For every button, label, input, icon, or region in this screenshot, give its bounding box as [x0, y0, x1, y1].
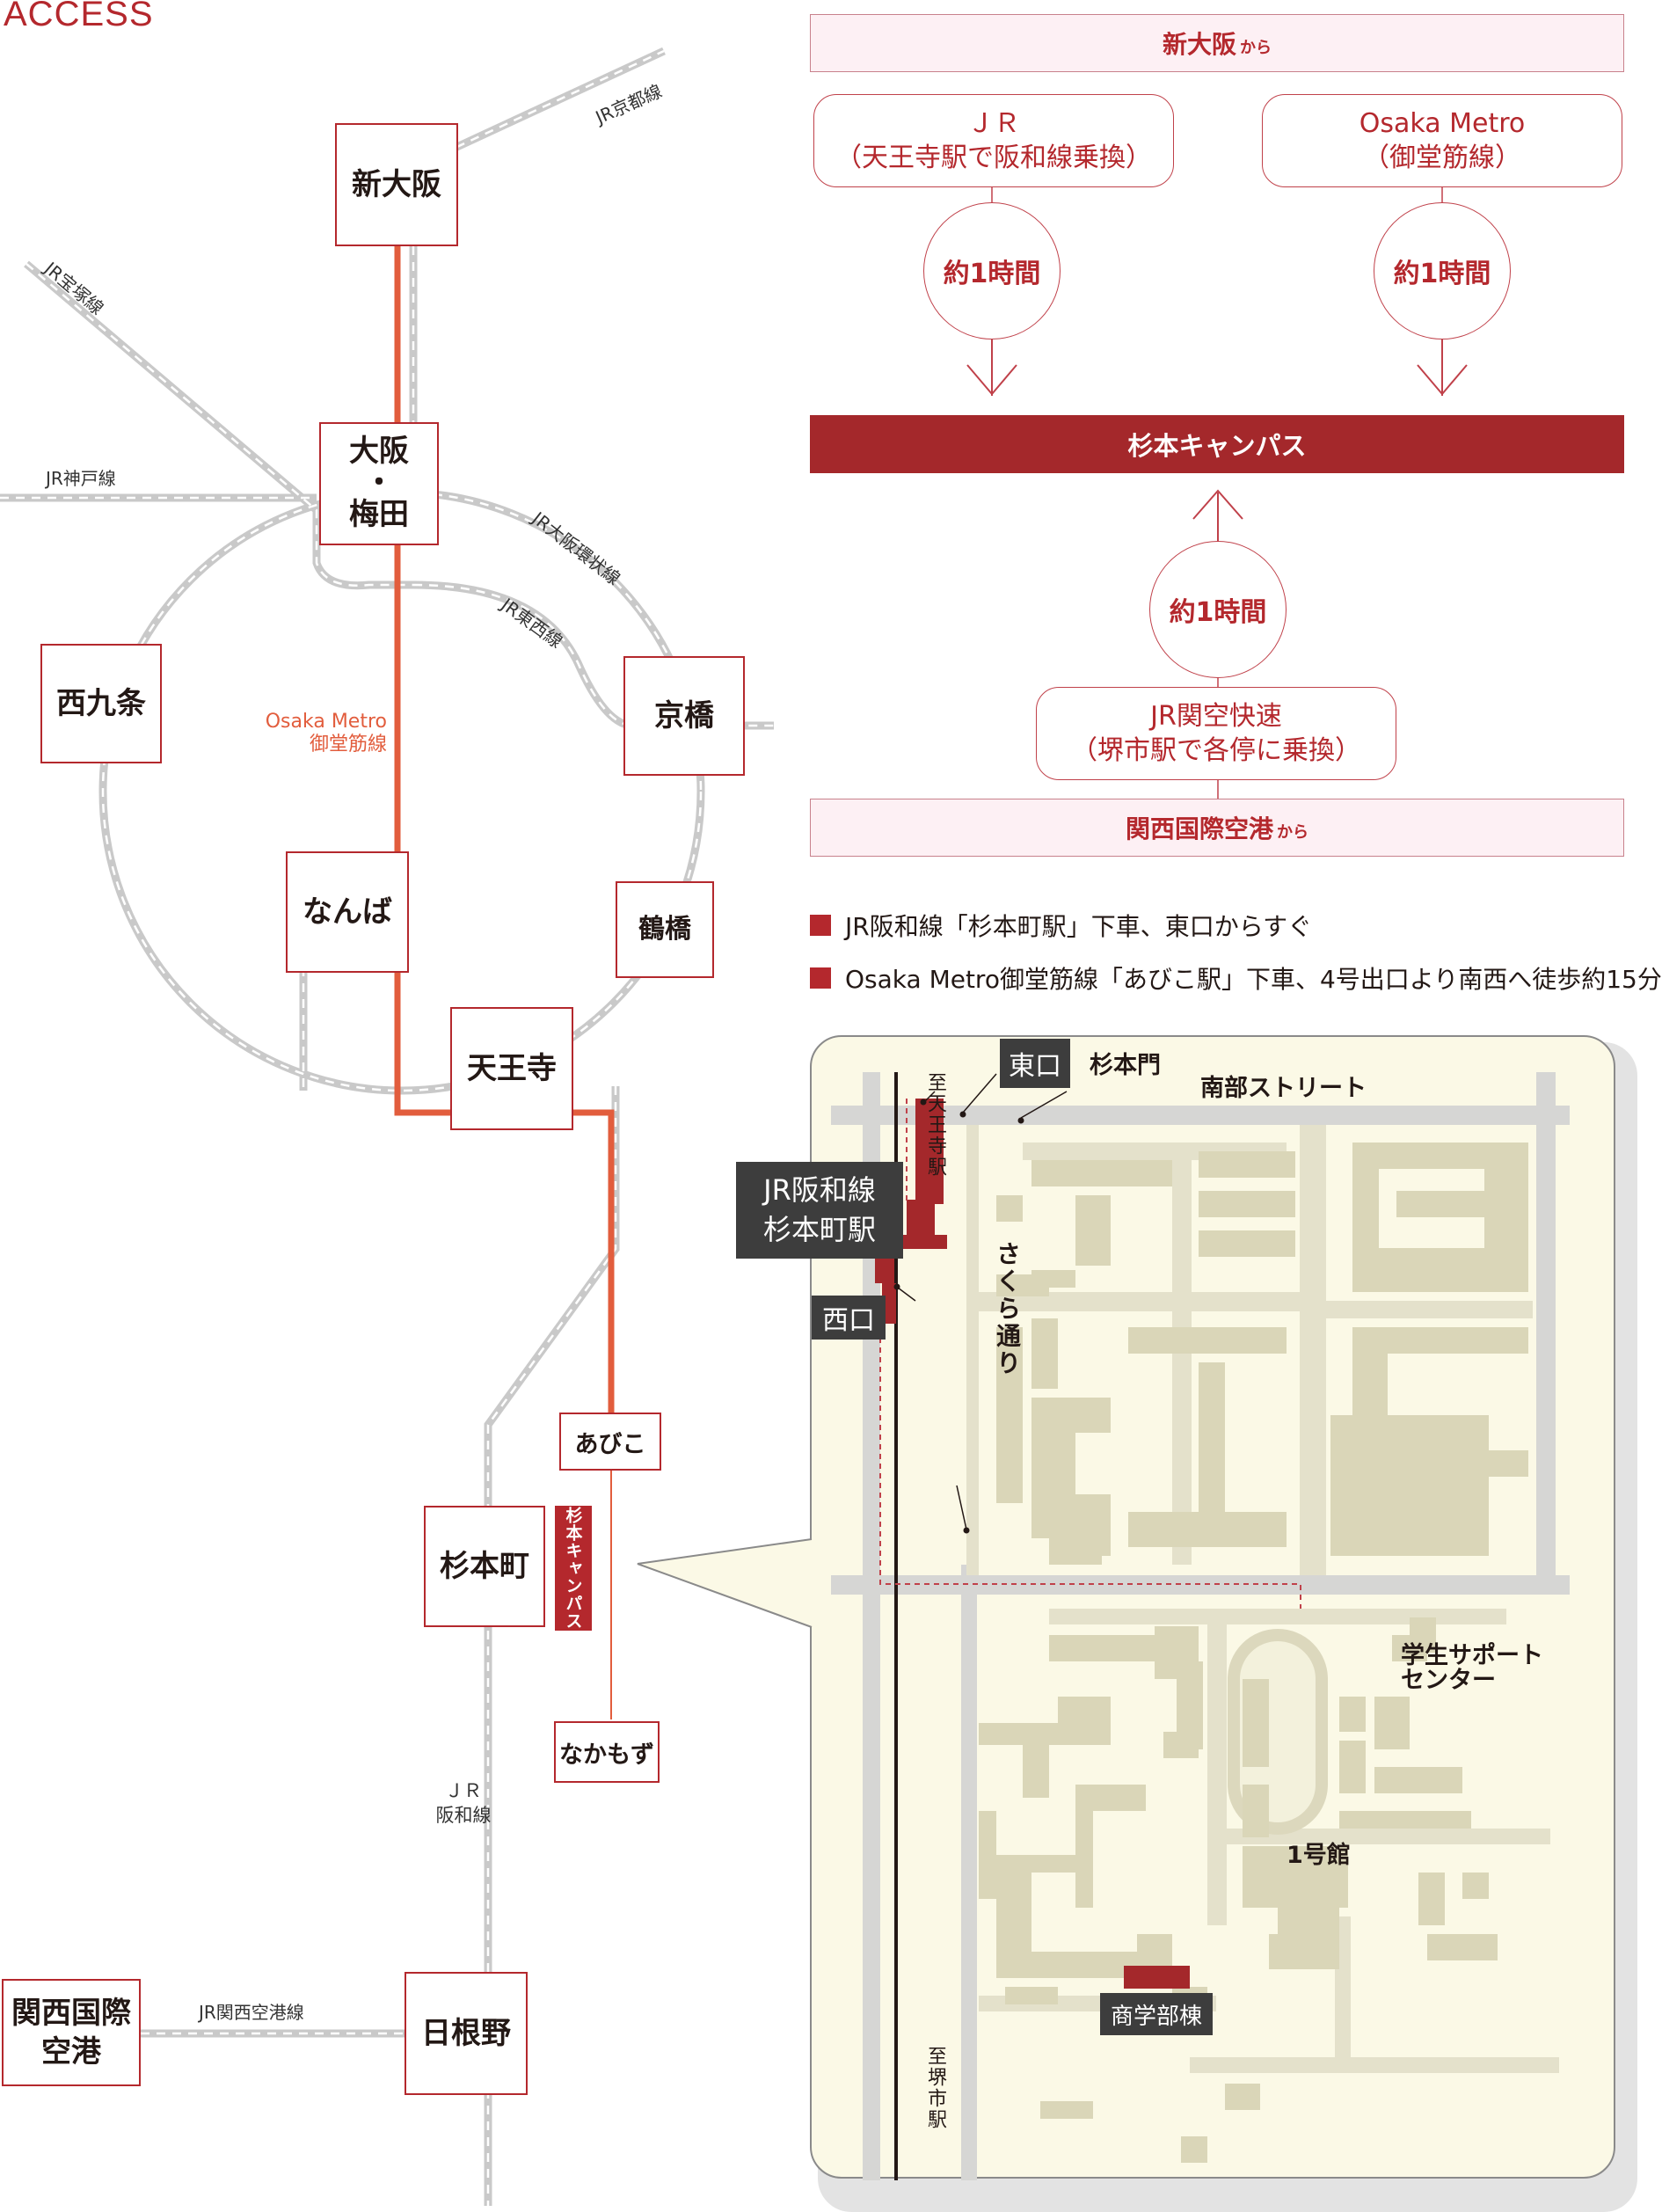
callout-pointer [637, 1538, 813, 1628]
destination-bar: 杉本キャンパス [810, 415, 1624, 473]
from-kix-label: 関西国際空港 [1125, 814, 1273, 843]
path-sakura [966, 1125, 979, 1575]
label-metro-name: Osaka Metro [265, 711, 387, 733]
from-shin-osaka-band: 新大阪から [810, 14, 1624, 72]
label-jr-hanwa-1: ＪＲ [445, 1780, 482, 1801]
from-shin-osaka-label: 新大阪 [1162, 30, 1236, 59]
station-east-building [915, 1099, 944, 1204]
route-metro-name: Osaka Metro [1359, 108, 1526, 139]
station-kix: 関西国際 空港 [2, 1979, 141, 2086]
route-kix-name: JR関空快速 [1150, 701, 1282, 732]
note-bullet [810, 915, 831, 936]
from-suffix: から [1240, 39, 1272, 57]
student-support-label: 学生サポート センター [1401, 1642, 1543, 1695]
station-osaka-umeda: 大阪 ・ 梅田 [319, 422, 439, 545]
commerce-building-label: 商学部棟 [1100, 1993, 1213, 2035]
note-bullet [810, 967, 831, 989]
building1-label: 1号館 [1287, 1842, 1351, 1869]
station-nishikujo: 西九条 [40, 644, 162, 763]
west-exit-label: 西口 [812, 1296, 886, 1340]
label-jr-kobe: JR神戸線 [46, 468, 116, 489]
commerce-building-marker [1124, 1966, 1190, 1989]
campus-tag: 杉本キャンパス [555, 1506, 592, 1631]
page-heading: ACCESS [4, 0, 154, 33]
route-jr-pill: ＪＲ （天王寺駅で阪和線乗換） [813, 94, 1174, 187]
label-metro-line: 御堂筋線 [309, 734, 387, 756]
campus-map-drawing [831, 1072, 1570, 2180]
label-jr-hanwa-2: 阪和線 [435, 1805, 492, 1827]
station-namba: なんば [286, 851, 409, 973]
from-kix-suffix: から [1277, 823, 1308, 842]
station-sugimotocho: 杉本町 [424, 1506, 545, 1627]
gate-label: 杉本門 [1090, 1052, 1161, 1079]
note-metro-text: Osaka Metro御堂筋線「あびこ駅」下車、4号出口より南西へ徒歩約15分 [845, 965, 1662, 994]
station-tennoji: 天王寺 [450, 1007, 573, 1130]
station-label: JR阪和線 杉本町駅 [736, 1162, 903, 1259]
route-kix-sub: （堺市駅で各停に乗換） [1071, 735, 1361, 766]
route-metro-sub: （御堂筋線） [1363, 142, 1521, 173]
south-street-label: 南部ストリート [1200, 1075, 1367, 1102]
road-west-2 [961, 1565, 977, 2180]
road-east [1536, 1072, 1556, 1591]
campus-map: 東口 杉本門 南部ストリート 至天王寺駅 JR阪和線 杉本町駅 西口 さくら通り… [736, 1035, 1615, 2180]
label-jr-kanku: JR関西空港線 [199, 2002, 304, 2023]
station-kyobashi: 京橋 [623, 656, 745, 776]
sakura-street-label: さくら通り [993, 1241, 1022, 1377]
road-south-street [831, 1106, 1570, 1125]
note-metro: Osaka Metro御堂筋線「あびこ駅」下車、4号出口より南西へ徒歩約15分 [810, 960, 1662, 996]
route-kix-pill: JR関空快速 （堺市駅で各停に乗換） [1036, 687, 1396, 780]
route-jr-sub: （天王寺駅で阪和線乗換） [835, 142, 1152, 173]
time-metro-circle: 約1時間 [1374, 202, 1511, 339]
station-nakamozu: なかもず [554, 1721, 660, 1783]
to-tennoji-label: 至天王寺駅 [924, 1072, 946, 1178]
note-jr: JR阪和線「杉本町駅」下車、東口からすぐ [810, 908, 1312, 943]
station-abiko: あびこ [559, 1413, 661, 1471]
label-jr-hanwa: ＪＲ 阪和線 [433, 1778, 494, 1829]
to-sakai-label: 至堺市駅 [924, 2046, 946, 2130]
road-rail-west [863, 1072, 880, 2180]
time-kix-circle: 約1時間 [1149, 541, 1287, 678]
jr-hanwa-track [894, 1072, 898, 2180]
from-kix-band: 関西国際空港から [810, 799, 1624, 857]
east-exit-label: 東口 [1000, 1039, 1070, 1088]
note-jr-text: JR阪和線「杉本町駅」下車、東口からすぐ [845, 912, 1313, 941]
station-tsuruhashi: 鶴橋 [616, 881, 714, 978]
time-jr-circle: 約1時間 [923, 202, 1061, 339]
label-metro: Osaka Metro 御堂筋線 [237, 711, 387, 757]
route-metro-pill: Osaka Metro （御堂筋線） [1262, 94, 1622, 187]
station-hineno: 日根野 [405, 1972, 528, 2095]
station-shin-osaka: 新大阪 [335, 123, 458, 246]
route-jr-name: ＪＲ [967, 108, 1020, 139]
